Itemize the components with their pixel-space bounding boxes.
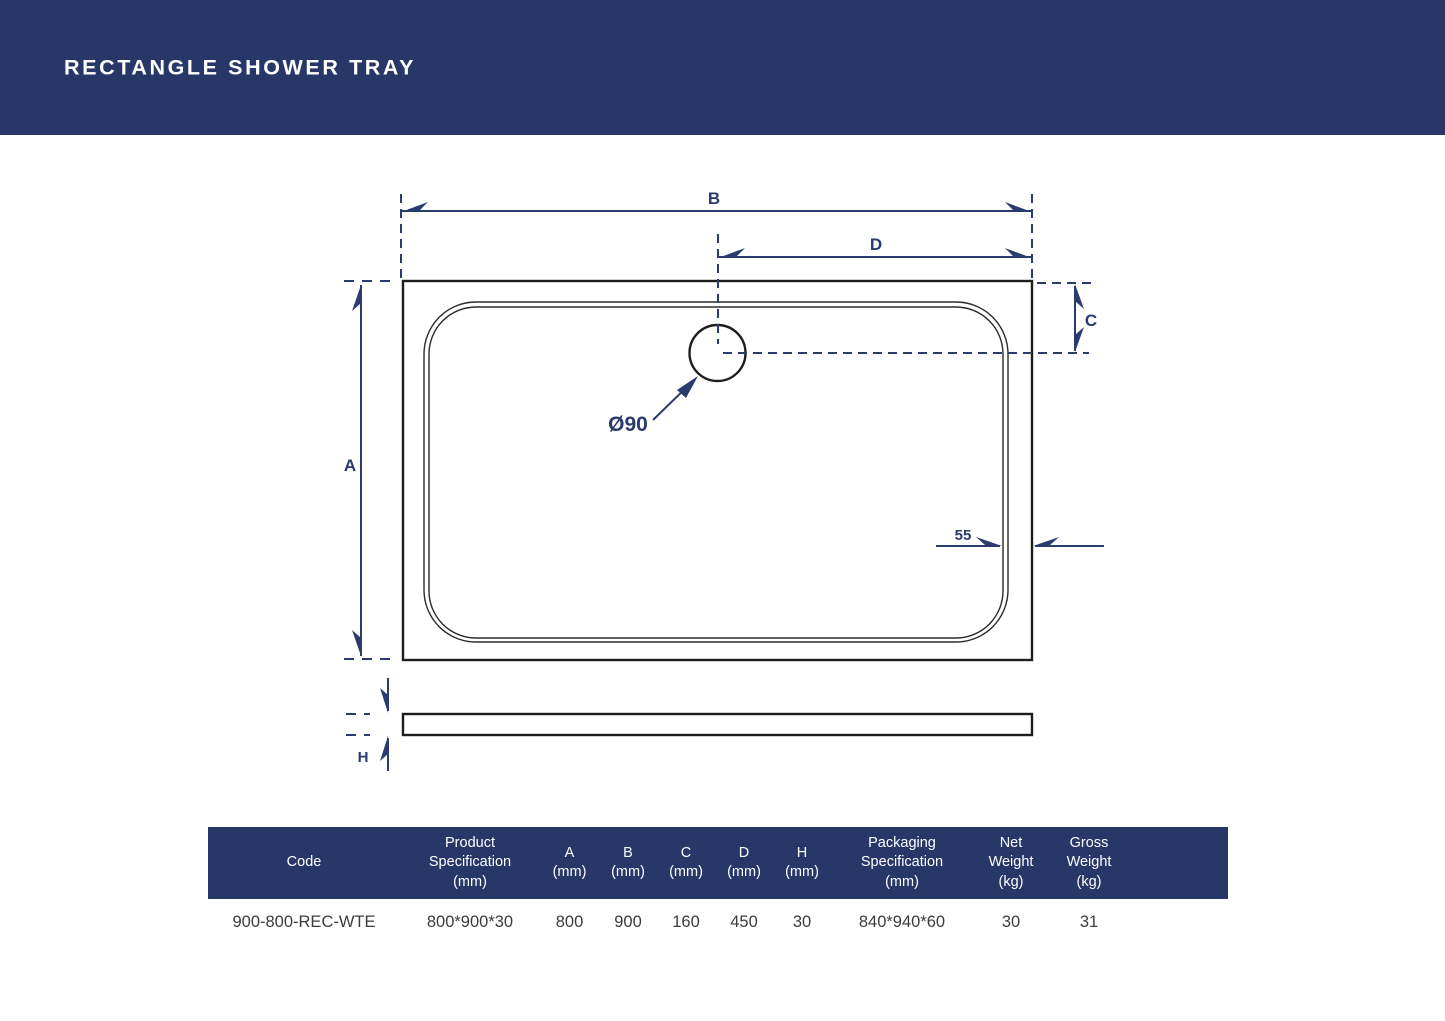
cell-net-weight: 30 bbox=[973, 899, 1049, 940]
header-bar: RECTANGLE SHOWER TRAY bbox=[0, 0, 1445, 135]
cell-packaging-spec: 840*940*60 bbox=[831, 899, 973, 940]
spec-table: Code Product Specification (mm) A (mm) B… bbox=[208, 827, 1228, 940]
dim-55-label: 55 bbox=[955, 527, 972, 544]
dim-b-label: B bbox=[708, 189, 720, 208]
cell-h: 30 bbox=[773, 899, 831, 940]
tray-side-profile bbox=[401, 712, 1034, 737]
technical-drawing: B D A C 55 bbox=[344, 189, 1104, 771]
drain-hole bbox=[688, 323, 747, 383]
cell-d: 450 bbox=[715, 899, 773, 940]
dim-h-label: H bbox=[358, 749, 369, 766]
page-title: RECTANGLE SHOWER TRAY bbox=[64, 55, 417, 79]
dim-d-label: D bbox=[870, 235, 882, 254]
tray-top-view bbox=[401, 279, 1034, 662]
col-header-gross-weight: Gross Weight (kg) bbox=[1049, 827, 1129, 899]
dimension-a: A bbox=[344, 285, 362, 656]
col-header-b: B (mm) bbox=[599, 827, 657, 899]
col-header-packaging-spec: Packaging Specification (mm) bbox=[831, 827, 973, 899]
cell-c: 160 bbox=[657, 899, 715, 940]
col-header-d: D (mm) bbox=[715, 827, 773, 899]
drain-diameter-label: Ø90 bbox=[608, 413, 648, 436]
extension-lines bbox=[344, 194, 1091, 736]
dimension-55: 55 bbox=[936, 527, 1104, 547]
cell-a: 800 bbox=[540, 899, 599, 940]
dimension-c: C bbox=[1074, 284, 1097, 352]
dim-a-label: A bbox=[344, 456, 356, 475]
col-header-code: Code bbox=[208, 827, 400, 899]
col-header-product-spec: Product Specification (mm) bbox=[400, 827, 540, 899]
tray-side-view bbox=[401, 712, 1034, 737]
table-header-row: Code Product Specification (mm) A (mm) B… bbox=[208, 827, 1228, 899]
tray-recess-inner-line bbox=[428, 306, 1004, 639]
dimension-d: D bbox=[718, 235, 1032, 258]
col-header-h: H (mm) bbox=[773, 827, 831, 899]
table-row: 900-800-REC-WTE 800*900*30 800 900 160 4… bbox=[208, 899, 1228, 940]
col-header-c: C (mm) bbox=[657, 827, 715, 899]
col-header-net-weight: Net Weight (kg) bbox=[973, 827, 1049, 899]
cell-b: 900 bbox=[599, 899, 657, 940]
cell-code: 900-800-REC-WTE bbox=[208, 899, 400, 940]
dim-c-label: C bbox=[1085, 311, 1097, 330]
dimension-b: B bbox=[401, 189, 1032, 212]
tray-recess-outer-line bbox=[423, 301, 1009, 643]
col-header-a: A (mm) bbox=[540, 827, 599, 899]
cell-gross-weight: 31 bbox=[1049, 899, 1129, 940]
dimension-h: H bbox=[358, 678, 389, 771]
drain-callout: Ø90 bbox=[608, 376, 698, 436]
col-header-spacer bbox=[1129, 827, 1228, 899]
cell-spacer bbox=[1129, 899, 1228, 940]
cell-product-spec: 800*900*30 bbox=[400, 899, 540, 940]
